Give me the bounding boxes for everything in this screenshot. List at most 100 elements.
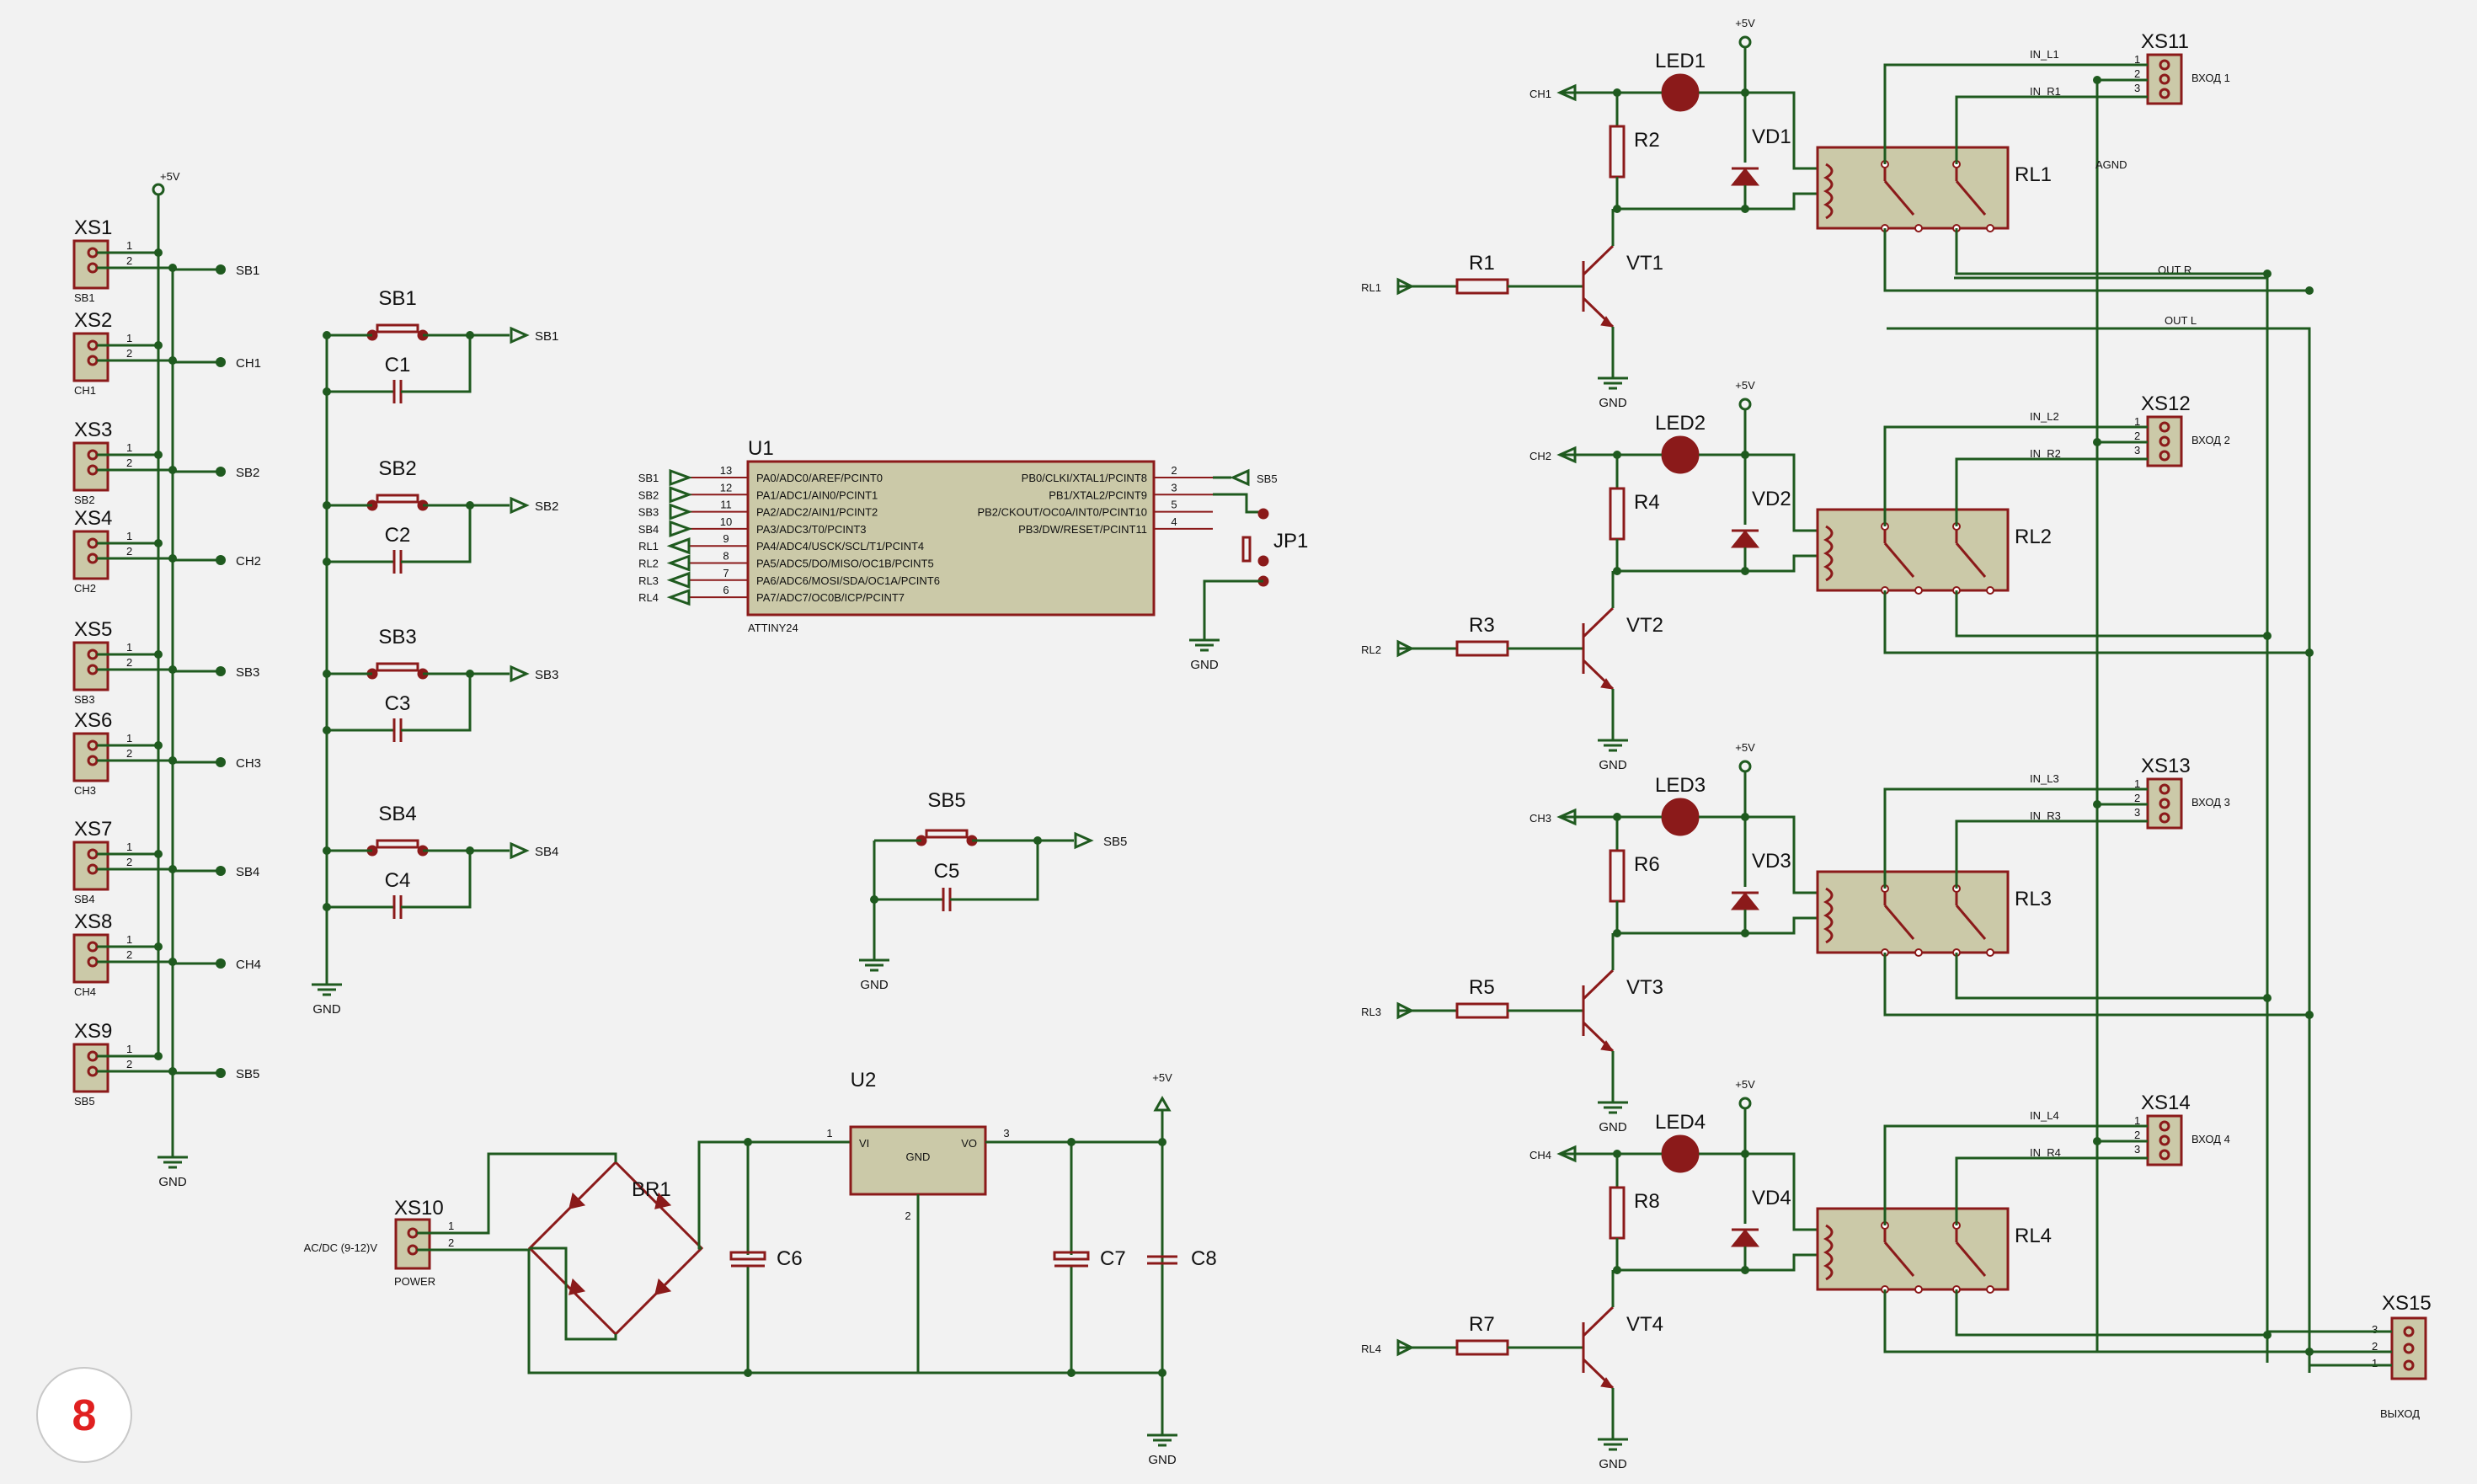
diode-ref: VD1	[1752, 125, 1791, 148]
pin-number: 3	[2134, 82, 2140, 94]
junction-dot	[154, 451, 163, 459]
pin-icon	[2159, 1120, 2170, 1132]
net-label: RL4	[638, 591, 659, 604]
input-connectors-block: +5VGNDXS1SB112SB1XS2CH112CH1XS3SB212SB2X…	[72, 170, 261, 1189]
mcu-body	[746, 460, 1156, 617]
connector-ref: XS4	[74, 507, 112, 530]
relay-pin	[1914, 586, 1923, 595]
net-label: SB1	[236, 264, 259, 278]
pin-icon	[2159, 435, 2170, 447]
pin-number: 5	[1171, 499, 1177, 511]
junction-dot	[323, 903, 331, 911]
terminal-icon	[1738, 35, 1752, 49]
connector-sub: SB4	[74, 893, 95, 905]
polar-capacitor-icon	[1053, 1251, 1090, 1261]
pin-number: 2	[126, 347, 132, 360]
pin-number: 9	[723, 532, 729, 545]
connector-ref: XS13	[2141, 755, 2191, 777]
net-label: CH4	[236, 958, 261, 972]
net-label: SB2	[236, 466, 259, 480]
transistor-collector	[1582, 606, 1615, 638]
resistor-icon	[1455, 278, 1509, 295]
wire	[1955, 953, 2267, 1000]
net-label: SB5	[1257, 472, 1278, 485]
button-icon	[925, 829, 969, 839]
pin-icon	[2159, 812, 2170, 824]
terminal-icon	[1738, 760, 1752, 773]
wire	[1955, 590, 2267, 638]
wire	[401, 335, 472, 393]
net-arrow-icon	[1074, 831, 1094, 850]
net-label: SB4	[638, 523, 659, 536]
pin-number: 1	[126, 332, 132, 344]
net-label: SB4	[236, 865, 259, 879]
pin-number: 2	[126, 856, 132, 868]
diode-icon	[654, 1192, 672, 1209]
wire	[1213, 493, 1263, 514]
input-label: AC/DC (9-12)V	[304, 1241, 378, 1254]
microcontroller-block: U1ATTINY2413PA0/ADC0/AREF/PCINT0SB112PA1…	[638, 437, 1309, 672]
net-arrow-icon	[1230, 468, 1250, 487]
wire	[1955, 457, 2148, 526]
net-label: CH3	[1529, 812, 1551, 825]
relay-pin	[1986, 586, 1994, 595]
net-terminal-icon	[216, 666, 226, 676]
junction-dot	[2093, 800, 2101, 809]
junction-dot	[2305, 1011, 2314, 1019]
pin-number: 1	[126, 841, 132, 853]
pin-icon	[2403, 1326, 2415, 1337]
net-label: SB3	[638, 506, 659, 519]
net-terminal-icon	[216, 264, 226, 275]
net-label: IN_L2	[2030, 410, 2059, 423]
pin-number: 2	[126, 545, 132, 558]
pin-number: 4	[1171, 515, 1177, 528]
relay-switch-icon	[1883, 542, 1915, 578]
pin-number: 2	[126, 747, 132, 760]
wire	[1203, 579, 1263, 628]
transistor-arrow-icon	[1600, 1377, 1615, 1389]
connector-label: ВХОД 3	[2191, 796, 2230, 809]
out-l-bus	[1887, 327, 2311, 1373]
input-arrow-icon	[1396, 1001, 1415, 1020]
wire	[1955, 1289, 2267, 1337]
relay-ref: RL4	[2015, 1225, 2052, 1247]
resistor-ref: R3	[1469, 614, 1495, 637]
junction-dot	[154, 650, 163, 659]
wire	[401, 674, 472, 732]
net-label: IN_L4	[2030, 1109, 2059, 1122]
wire	[530, 1246, 617, 1341]
led-icon	[1661, 798, 1700, 836]
net-label: IN_R3	[2030, 809, 2061, 822]
pin-number: 1	[2134, 415, 2140, 428]
badge-circle	[36, 1367, 132, 1463]
diode-ref: VD3	[1752, 850, 1791, 873]
pin-number: 2	[1171, 464, 1177, 477]
pin-number: 12	[720, 481, 732, 494]
net-label: CH1	[236, 356, 261, 371]
resistor-icon	[1609, 849, 1626, 903]
pin-number: 3	[1171, 481, 1177, 494]
capacitor-ref: C8	[1191, 1247, 1217, 1270]
jumper-contact	[1257, 555, 1269, 567]
capacitor-ref: C5	[934, 860, 960, 883]
pin-icon	[2159, 59, 2170, 71]
gnd-label: GND	[1599, 758, 1627, 772]
connector-sub: SB5	[74, 1095, 95, 1108]
wire	[950, 841, 1039, 901]
button-icon	[376, 323, 419, 334]
wire	[1883, 425, 2148, 526]
bridge-ref: BR1	[632, 1178, 671, 1201]
jumper-contact	[1257, 508, 1269, 520]
wire	[1617, 1253, 1818, 1272]
relay-pin	[1986, 1285, 1994, 1294]
net-arrow-icon	[510, 496, 530, 515]
gnd-label: GND	[1190, 658, 1219, 672]
terminal-icon	[152, 183, 165, 196]
relay-pin	[1914, 948, 1923, 957]
net-terminal-icon	[216, 866, 226, 876]
pin-number: 2	[126, 254, 132, 267]
pin-number: 2	[126, 948, 132, 961]
junction-dot	[323, 501, 331, 510]
pin-number: 3	[1003, 1127, 1009, 1140]
